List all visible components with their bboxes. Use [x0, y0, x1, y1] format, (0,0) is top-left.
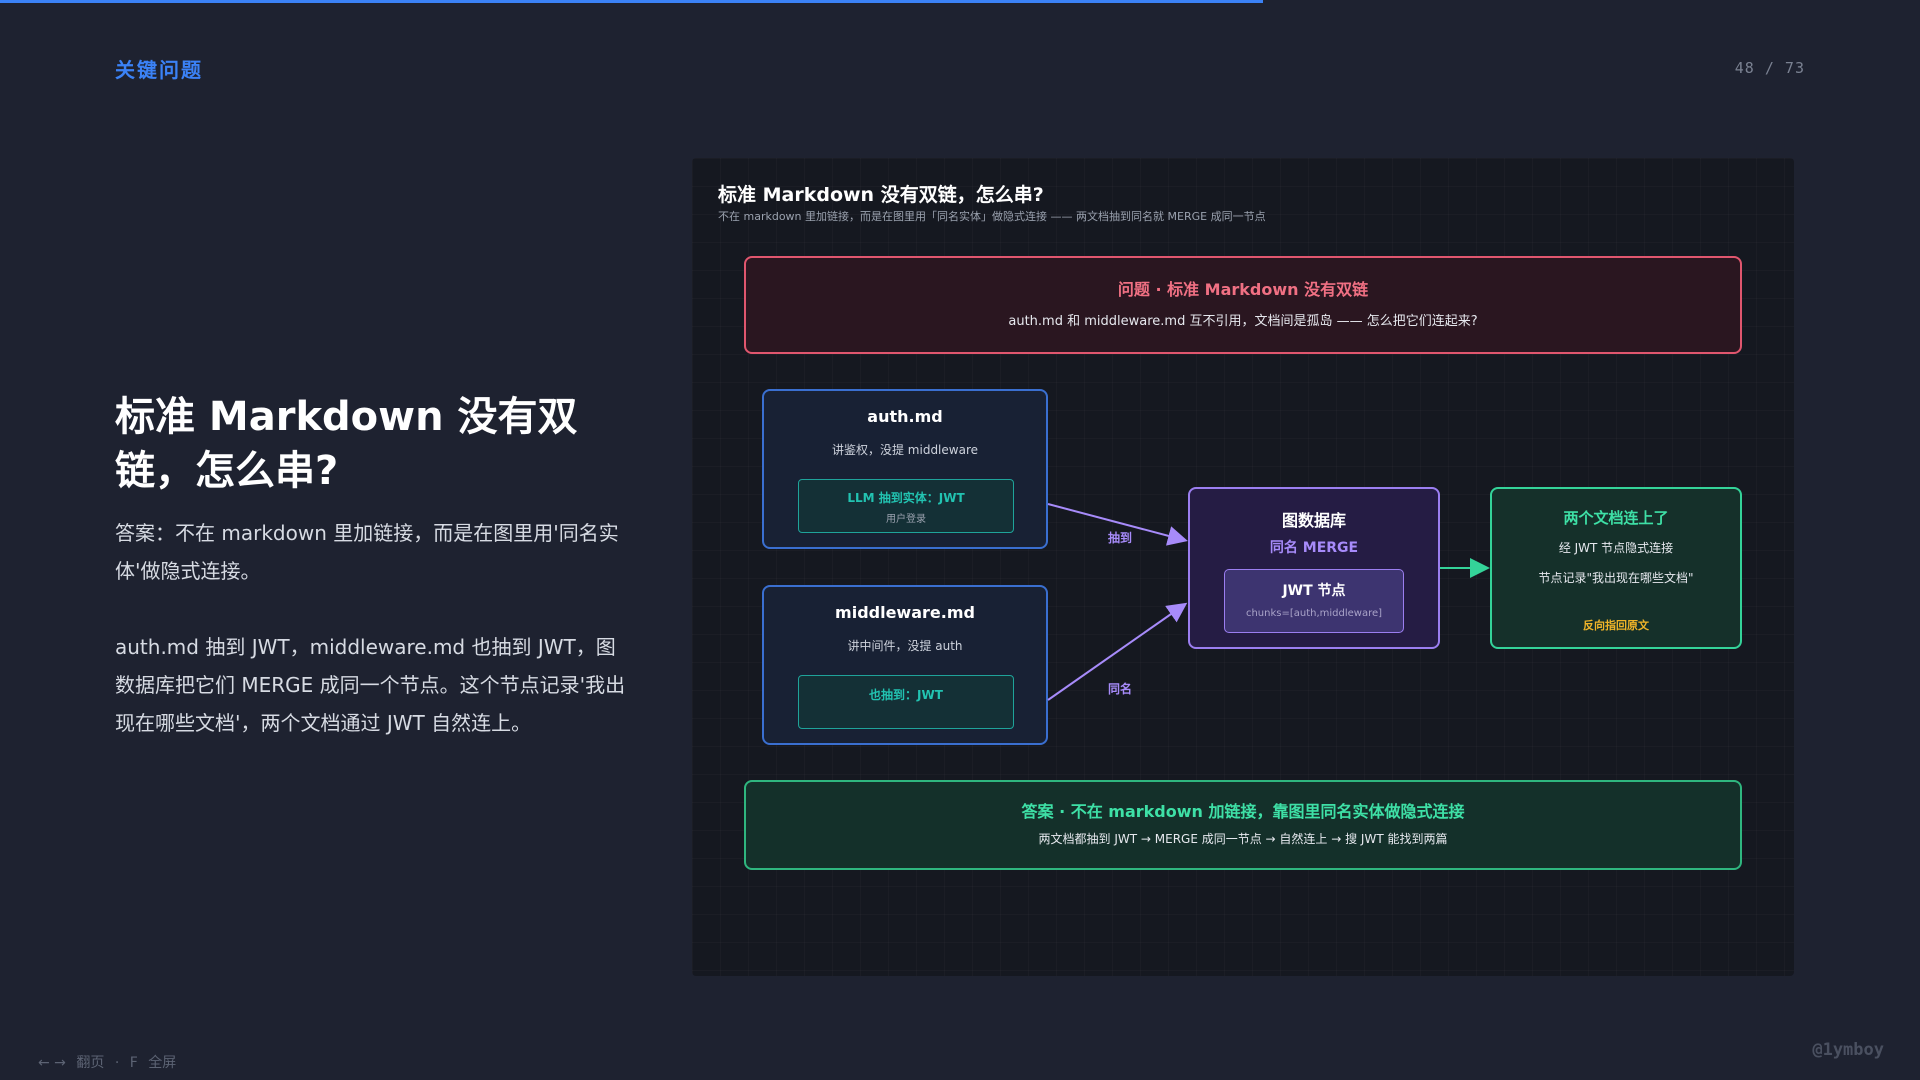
auth-entity-sub: 用户登录	[886, 514, 926, 525]
detail-paragraph: auth.md 抽到 JWT，middleware.md 也抽到 JWT，图数据…	[115, 635, 626, 735]
auth-doc-desc: 讲鉴权，没提 middleware	[831, 443, 978, 457]
middleware-doc-desc: 讲中间件，没提 auth	[847, 639, 963, 653]
linked-line-3: 反向指回原文	[1583, 619, 1649, 632]
auth-entity-label: LLM 抽到实体：JWT	[847, 491, 965, 505]
jwt-node-chunks: chunks=[auth,middleware]	[1245, 608, 1383, 619]
slide-title: 标准 Markdown 没有双链，怎么串?	[115, 394, 578, 494]
middleware-entity-box: 也抽到：JWT	[798, 675, 1014, 729]
problem-heading: 问题 · 标准 Markdown 没有双链	[1117, 280, 1369, 299]
problem-body: auth.md 和 middleware.md 互不引用，文档间是孤岛 —— 怎…	[1008, 314, 1478, 329]
auth-doc-box: auth.md 讲鉴权，没提 middleware LLM 抽到实体：JWT 用…	[762, 389, 1048, 549]
progress-bar	[0, 0, 1920, 3]
author-watermark: @1ymboy	[1812, 1040, 1884, 1060]
fullscreen-label: 全屏	[148, 1055, 177, 1071]
auth-doc-name: auth.md	[867, 407, 943, 426]
section-label: 关键问题	[115, 58, 203, 82]
diagram-title: 标准 Markdown 没有双链，怎么串?	[718, 184, 1044, 206]
diagram-subtitle: 不在 markdown 里加链接，而是在图里用「同名实体」做隐式连接 —— 两文…	[718, 210, 1266, 223]
middleware-entity-label: 也抽到：JWT	[869, 688, 943, 702]
nav-page-label: 翻页	[76, 1055, 105, 1071]
answer-body: 两文档都抽到 JWT → MERGE 成同一节点 → 自然连上 → 搜 JWT …	[1038, 832, 1448, 846]
answer-box: 答案 · 不在 markdown 加链接，靠图里同名实体做隐式连接 两文档都抽到…	[744, 780, 1742, 870]
arrow-auth-to-graph	[1047, 503, 1188, 546]
answer-heading: 答案 · 不在 markdown 加链接，靠图里同名实体做隐式连接	[1021, 802, 1465, 821]
jwt-node-title: JWT 节点	[1282, 583, 1346, 599]
linked-docs-box: 两个文档连上了 经 JWT 节点隐式连接 节点记录"我出现在哪些文档" 反向指回…	[1490, 487, 1742, 649]
arrow-label-same-name: 同名	[1108, 682, 1133, 696]
middleware-doc-box: middleware.md 讲中间件，没提 auth 也抽到：JWT	[762, 585, 1048, 745]
middleware-doc-name: middleware.md	[835, 603, 975, 622]
answer-paragraph: 答案：不在 markdown 里加链接，而是在图里用'同名实体'做隐式连接。	[115, 521, 619, 583]
jwt-node: JWT 节点 chunks=[auth,middleware]	[1224, 569, 1404, 633]
fullscreen-key[interactable]: F	[129, 1055, 138, 1071]
nav-separator: ·	[114, 1055, 120, 1071]
auth-entity-box: LLM 抽到实体：JWT 用户登录	[798, 479, 1014, 533]
graph-db-box: 图数据库 同名 MERGE JWT 节点 chunks=[auth,middle…	[1188, 487, 1440, 649]
linked-line-1: 经 JWT 节点隐式连接	[1558, 541, 1674, 555]
nav-arrows-icon[interactable]: ← →	[38, 1055, 66, 1071]
linked-title: 两个文档连上了	[1563, 509, 1669, 527]
navigation-hint: ← → 翻页 · F 全屏	[38, 1052, 182, 1072]
linked-line-2: 节点记录"我出现在哪些文档"	[1538, 571, 1694, 585]
graph-db-subtitle: 同名 MERGE	[1269, 540, 1359, 556]
arrow-middleware-to-graph	[1047, 602, 1188, 701]
progress-bar-fill	[0, 0, 1264, 3]
diagram-arrows	[1047, 503, 1490, 701]
diagram-card: 标准 Markdown 没有双链，怎么串? 不在 markdown 里加链接，而…	[692, 158, 1794, 976]
arrow-label-extract: 抽到	[1108, 531, 1133, 545]
page-counter: 48 / 73	[1734, 59, 1805, 77]
problem-box: 问题 · 标准 Markdown 没有双链 auth.md 和 middlewa…	[744, 256, 1742, 354]
graph-db-title: 图数据库	[1281, 511, 1346, 530]
